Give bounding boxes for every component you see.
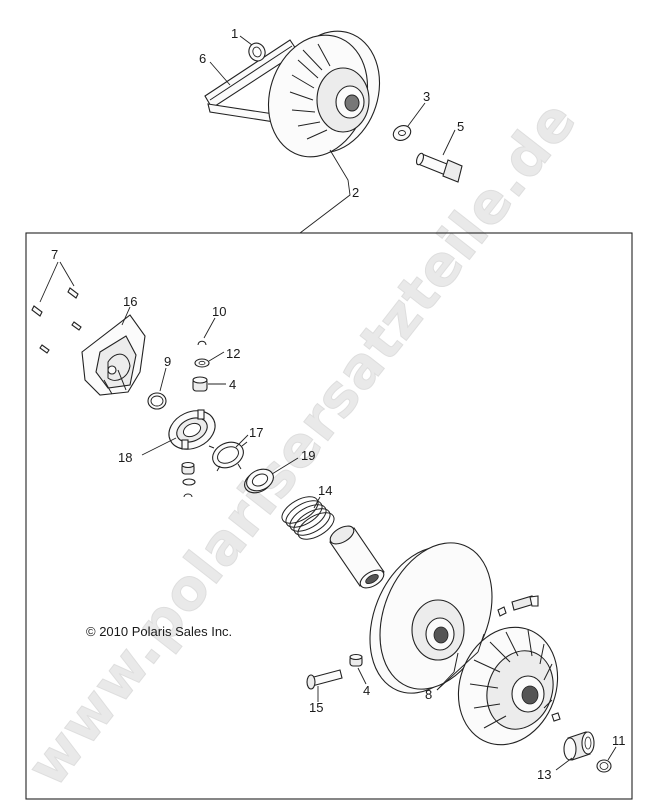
small-screws-right [497,595,561,722]
cover-16 [81,314,146,396]
callout-18: 18 [118,450,132,465]
washer-1 [248,42,266,62]
callout-1: 1 [231,26,238,41]
leader-14 [313,496,321,509]
leader-2 [299,149,351,234]
callout-15: 15 [309,700,323,715]
callout-2: 2 [352,185,359,200]
leader-10 [203,317,216,339]
clutch-assembly-complete [267,30,381,158]
copyright-text: © 2010 Polaris Sales Inc. [86,624,232,639]
leader-19 [271,457,299,475]
spring-14 [281,496,335,540]
leader-12 [208,351,225,362]
callout-12: 12 [226,346,240,361]
callout-14: 14 [318,483,332,498]
callout-19: 19 [301,448,315,463]
bearing-19 [244,468,274,494]
bolt-5 [415,152,463,183]
roller-lower [181,461,196,498]
leader-7a [39,261,59,303]
leader-4-lower [357,667,367,685]
pins-8 [453,633,485,673]
leader-7b [59,261,75,287]
callout-7: 7 [51,247,58,262]
bushing-13 [563,731,595,761]
leader-11 [607,746,617,761]
leader-1 [239,35,253,46]
screws-7 [31,287,82,354]
callout-4-upper: 4 [229,377,236,392]
snap-ring-11 [596,759,612,773]
callout-13: 13 [537,767,551,782]
washer-3 [392,125,412,141]
shaft-sleeve [329,525,385,589]
leader-13 [555,757,573,771]
leader-8b [436,651,479,691]
spider-18 [168,409,216,450]
fixed-sheave [369,542,493,694]
leader-17 [235,434,249,448]
callout-6: 6 [199,51,206,66]
washer-12 [194,358,210,368]
leader-16 [121,306,131,326]
callout-10: 10 [212,304,226,319]
callout-4-lower: 4 [363,683,370,698]
ring-17 [208,441,248,472]
leader-9 [159,367,167,392]
assembly-frame [25,232,633,800]
moveable-sheave [457,626,559,746]
callout-16: 16 [123,294,137,309]
roller-4-lower [349,653,363,667]
clip-10 [197,340,207,346]
leader-5 [442,129,456,156]
callout-3: 3 [423,89,430,104]
snap-ring-9 [147,392,167,410]
leader-3 [407,102,426,127]
callout-5: 5 [457,119,464,134]
leader-6 [209,61,231,86]
callout-8: 8 [425,687,432,702]
callout-17: 17 [249,425,263,440]
bolt-15 [306,669,343,690]
callout-9: 9 [164,354,171,369]
leader-18 [141,437,177,456]
callout-11: 11 [612,733,626,748]
roller-4-upper [192,376,208,392]
